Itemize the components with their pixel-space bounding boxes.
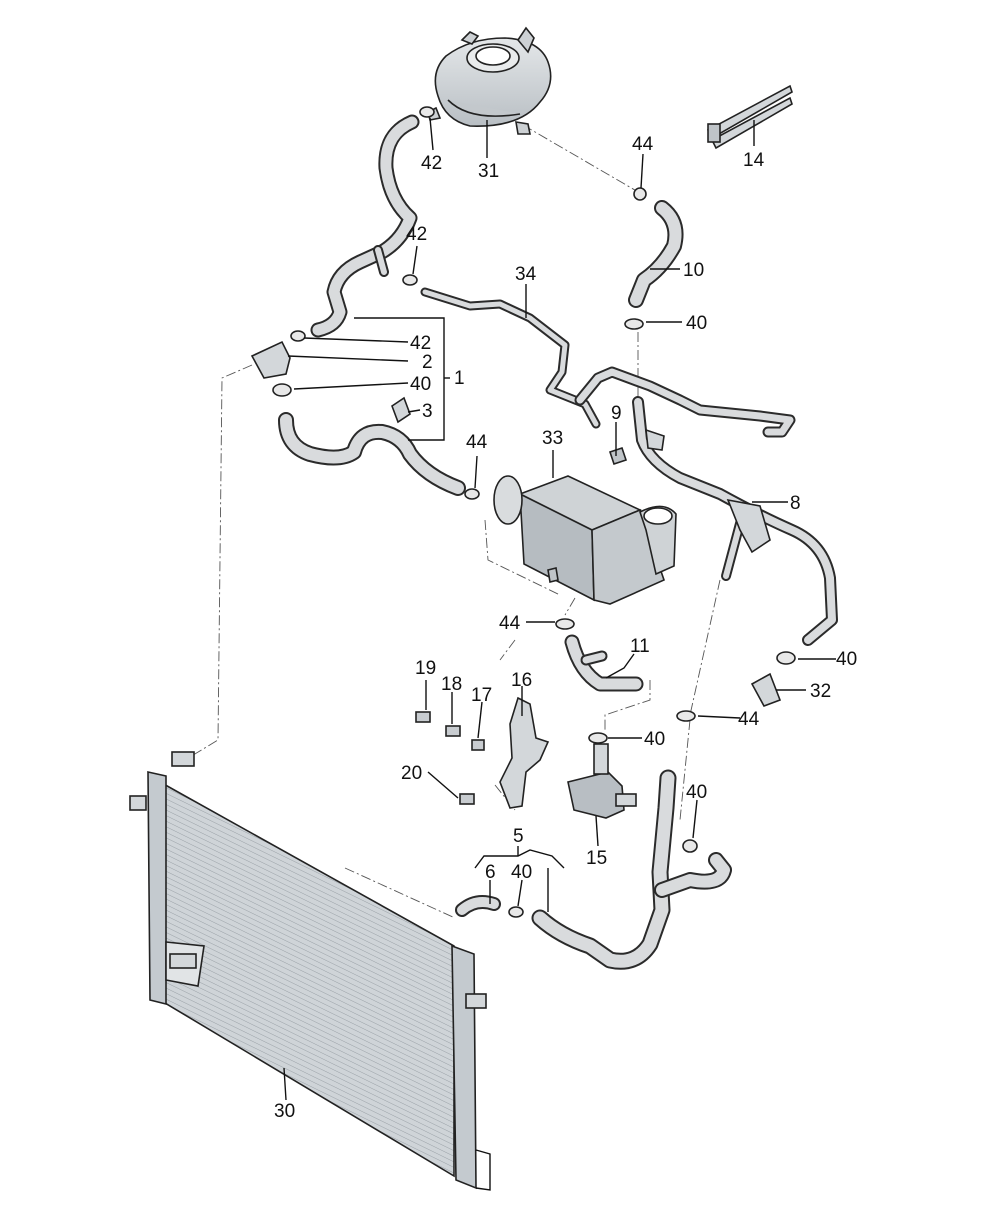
label-44-top: 44	[632, 134, 654, 155]
label-5: 5	[513, 826, 524, 847]
leader-lines	[283, 117, 836, 1101]
auxiliary-heater	[493, 475, 677, 605]
label-30: 30	[274, 1101, 295, 1122]
label-19: 19	[415, 658, 436, 679]
label-31: 31	[478, 161, 499, 182]
label-42-top: 42	[421, 153, 442, 174]
label-40-right: 40	[836, 649, 857, 670]
label-44-middle: 44	[499, 613, 521, 634]
label-11: 11	[630, 636, 650, 657]
label-44-lower: 44	[738, 709, 760, 730]
label-10: 10	[683, 260, 704, 281]
label-40-left: 40	[410, 374, 431, 395]
expansion-tank	[427, 26, 552, 135]
cable-tie	[706, 84, 793, 150]
label-16: 16	[511, 670, 532, 691]
label-20: 20	[401, 763, 422, 784]
clamps-and-fittings	[250, 106, 796, 918]
label-42-middle: 42	[406, 224, 427, 245]
label-9: 9	[611, 403, 622, 424]
callout-labels: 42 31 44 14 42 34 10 40 42 2 40 1 3 9 44…	[274, 134, 857, 1122]
label-40-bottom: 40	[511, 862, 532, 883]
label-14: 14	[743, 150, 765, 171]
label-2: 2	[422, 352, 433, 373]
label-18: 18	[441, 674, 462, 695]
label-6: 6	[485, 862, 496, 883]
radiator	[129, 751, 491, 1191]
coolant-hoses	[278, 114, 838, 970]
label-40-middle: 40	[644, 729, 665, 750]
bracket	[499, 696, 550, 809]
label-17: 17	[471, 685, 492, 706]
label-3: 3	[422, 401, 433, 422]
label-8: 8	[790, 493, 801, 514]
label-34: 34	[515, 264, 537, 285]
label-40-upper-right: 40	[686, 313, 707, 334]
label-40-lower-right: 40	[686, 782, 707, 803]
assembly-guide-lines	[184, 124, 721, 919]
label-44-middle-left: 44	[466, 432, 488, 453]
label-1: 1	[454, 368, 465, 389]
label-32: 32	[810, 681, 831, 702]
label-42-left: 42	[410, 333, 431, 354]
label-33: 33	[542, 428, 563, 449]
coolant-pump	[567, 743, 637, 819]
label-15: 15	[586, 848, 607, 869]
